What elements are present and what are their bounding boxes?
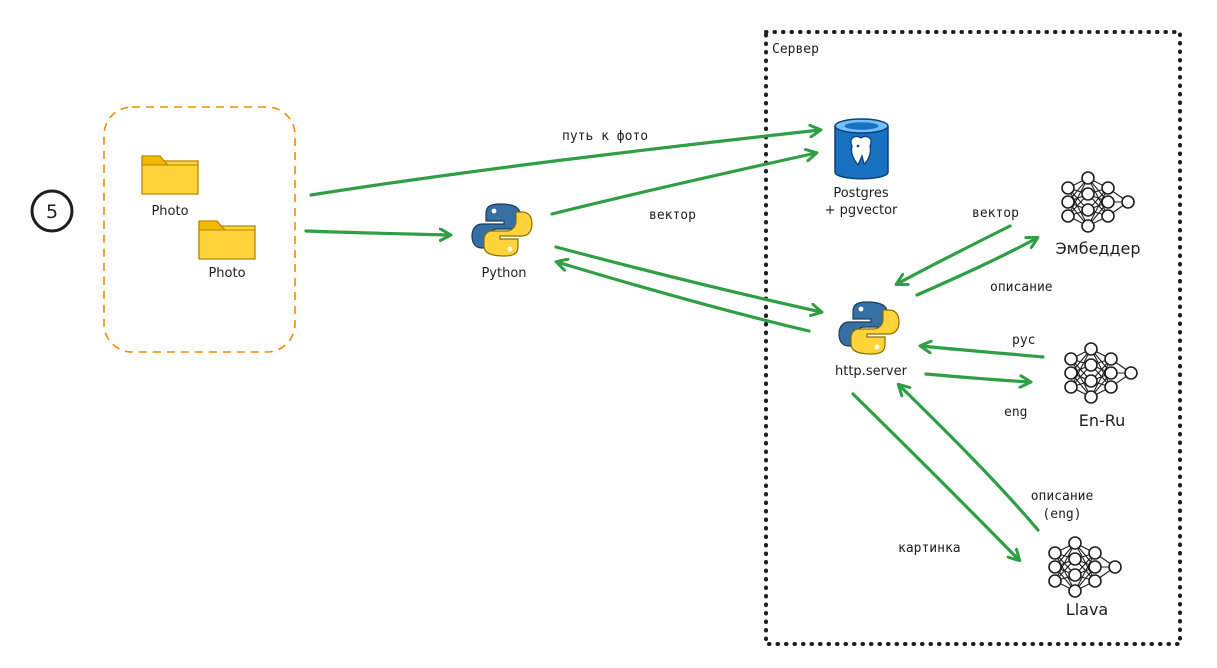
edge-label-python-vector: вектор: [649, 208, 696, 223]
edge-label-enru-eng: eng: [1004, 405, 1027, 420]
step-circle: [30, 189, 74, 233]
llava-icon: [1048, 536, 1122, 598]
photo-group: [103, 106, 296, 353]
folder-icon: [198, 220, 256, 260]
arrow-embedder-to-http: [897, 224, 1012, 284]
python-icon: [471, 203, 533, 257]
server-label: Сервер: [772, 42, 819, 57]
edge-label-llava-eng: (eng): [1042, 507, 1081, 522]
llava-label: Llava: [1066, 600, 1108, 619]
arrow-http-to-llava: [851, 392, 1019, 560]
edge-label-embedder-vector: вектор: [972, 206, 1019, 221]
server-boundary: [764, 30, 1182, 646]
embedder-icon: [1061, 171, 1135, 233]
edge-label-llava-image: картинка: [898, 541, 961, 556]
postgres-icon: [834, 118, 889, 180]
step-number: 5: [46, 201, 58, 223]
edge-label-embedder-description: описание: [990, 280, 1053, 295]
http-server-label: http.server: [835, 364, 908, 379]
en-ru-icon: [1064, 342, 1138, 404]
arrow-http-to-python: [557, 262, 811, 333]
arrow-http-to-embedder: [915, 238, 1037, 297]
python-label: Python: [481, 266, 526, 281]
arrow-python-to-http: [554, 245, 821, 312]
embedder-label: Эмбеддер: [1055, 239, 1140, 258]
arrow-python-to-postgres: [550, 153, 816, 216]
edge-label-enru-rus: рус: [1012, 333, 1035, 348]
postgres-sublabel: + pgvector: [825, 203, 898, 218]
postgres-label: Postgres: [833, 186, 889, 201]
folder-label: Photo: [208, 266, 245, 281]
folder-icon: [141, 155, 199, 195]
arrow-photos-to-postgres: [309, 130, 820, 197]
edge-label-photo-path: путь к фото: [562, 129, 648, 144]
arrow-llava-to-http: [899, 385, 1040, 532]
edge-label-llava-description: описание: [1031, 489, 1094, 504]
arrow-enru-to-http: [921, 346, 1045, 359]
folder-label: Photo: [151, 204, 188, 219]
http-server-icon: [838, 301, 900, 355]
arrow-photos-to-python: [304, 231, 450, 235]
arrow-http-to-enru: [924, 372, 1030, 382]
en-ru-label: En-Ru: [1079, 411, 1126, 430]
